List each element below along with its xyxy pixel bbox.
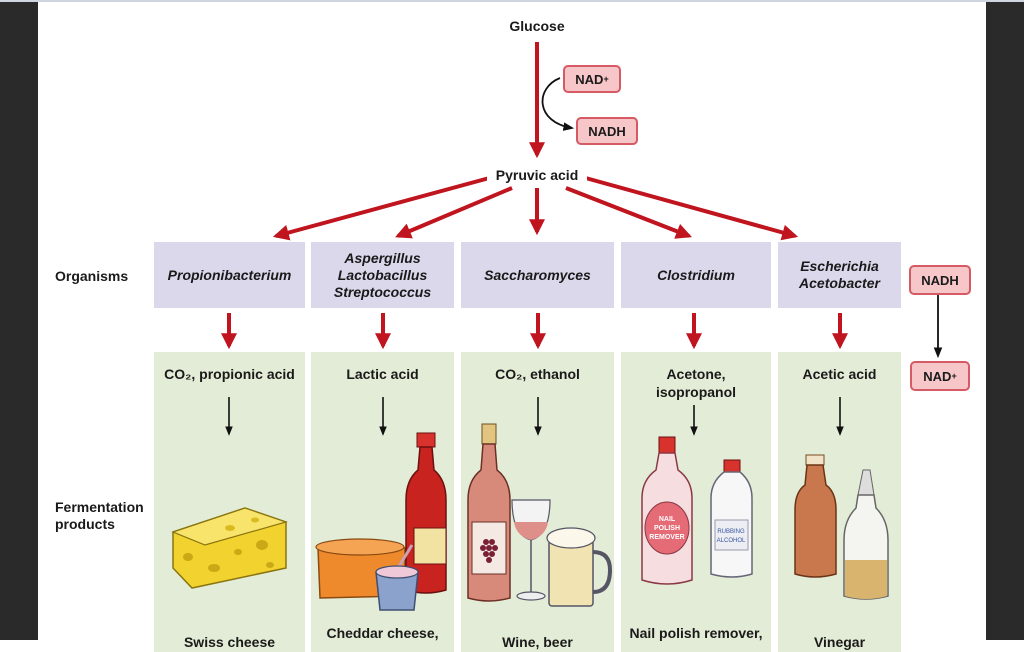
pyruvic-acid-label: Pyruvic acid: [487, 167, 587, 183]
alcohol-label-1: RUBBING: [717, 529, 745, 535]
nail-label-1: NAIL: [659, 516, 676, 523]
organisms-row-label: Organisms: [55, 268, 129, 284]
alcohol-label-2: ALCOHOL: [717, 538, 746, 544]
organism-box-5: Escherichia Acetobacter: [778, 242, 901, 308]
organism-box-4: Clostridium: [621, 242, 771, 308]
product-label-4-line-2: isopropanol: [655, 384, 737, 400]
nadh-right-text: NADH: [921, 272, 959, 288]
nad-plus-right-text: NAD: [923, 368, 952, 384]
organism-name: Lactobacillus: [337, 266, 428, 283]
nail-label-3: REMOVER: [649, 534, 684, 541]
yogurt-cup-icon: [375, 544, 419, 611]
fermentation-row-line-2: products: [55, 516, 115, 532]
organism-name: Streptococcus: [333, 283, 432, 300]
organism-name: Saccharomyces: [484, 266, 591, 283]
nad-plus-sup: +: [603, 73, 609, 84]
pyruvate-arrow-4: [565, 186, 692, 239]
fermentation-row-label: Fermentation products: [55, 499, 144, 533]
organism-name: Clostridium: [657, 266, 735, 283]
example-label-1: Swiss cheese: [183, 634, 276, 650]
top-border: [0, 0, 1024, 2]
product-label-1: CO₂, propionic acid: [164, 366, 295, 382]
rubbing-alcohol-bottle-icon: RUBBING ALCOHOL: [710, 459, 753, 578]
example-label-4: Nail polish remover,: [629, 625, 763, 641]
wine-glass-icon: [511, 499, 551, 601]
product-label-5: Acetic acid: [802, 366, 877, 382]
product-label-4: Acetone, isopropanol: [621, 365, 771, 401]
nadh-badge: NADH: [576, 117, 638, 145]
example-label-2: Cheddar cheese,: [326, 625, 439, 641]
organism-box-1: Propionibacterium: [154, 242, 305, 308]
example-label-3: Wine, beer: [502, 634, 573, 650]
nadh-right-badge: NADH: [909, 265, 971, 295]
nad-plus-badge: NAD+: [563, 65, 621, 93]
pyruvate-arrow-1: [272, 175, 494, 241]
hot-sauce-bottle-icon: [405, 432, 447, 594]
wine-bottle-icon: [467, 423, 511, 602]
left-dark-margin: [0, 0, 38, 640]
nad-plus-right-badge: NAD+: [910, 361, 970, 391]
organism-name: Propionibacterium: [167, 266, 292, 283]
organism-box-3: Saccharomyces: [461, 242, 614, 308]
organism-name: Escherichia: [800, 258, 879, 274]
nad-plus-right-sup: +: [951, 370, 957, 381]
product-label-2: Lactic acid: [346, 366, 419, 382]
glucose-label: Glucose: [509, 18, 565, 34]
beer-mug-icon: [546, 527, 613, 607]
oil-cruet-icon: [843, 469, 889, 600]
pyruvate-arrow-2: [395, 186, 513, 239]
right-dark-margin: [986, 0, 1024, 640]
nad-plus-text: NAD: [575, 71, 604, 87]
organism-name: Aspergillus: [344, 249, 421, 266]
organism-box-2: Aspergillus Lactobacillus Streptococcus: [311, 242, 454, 308]
nadh-text: NADH: [588, 123, 626, 139]
pyruvate-arrow-5: [581, 175, 799, 241]
vinegar-bottle-icon: [794, 454, 837, 578]
product-label-4-line-1: Acetone,: [666, 366, 726, 382]
organism-name: Acetobacter: [799, 275, 880, 291]
nail-label-2: POLISH: [654, 525, 680, 532]
nail-polish-remover-bottle-icon: NAIL POLISH REMOVER: [641, 436, 693, 585]
product-label-3: CO₂, ethanol: [495, 366, 580, 382]
example-label-5: Vinegar: [813, 634, 866, 650]
fermentation-row-line-1: Fermentation: [55, 499, 144, 515]
swiss-cheese-icon: [171, 507, 289, 589]
nad-reduction-arrow: [541, 77, 575, 131]
